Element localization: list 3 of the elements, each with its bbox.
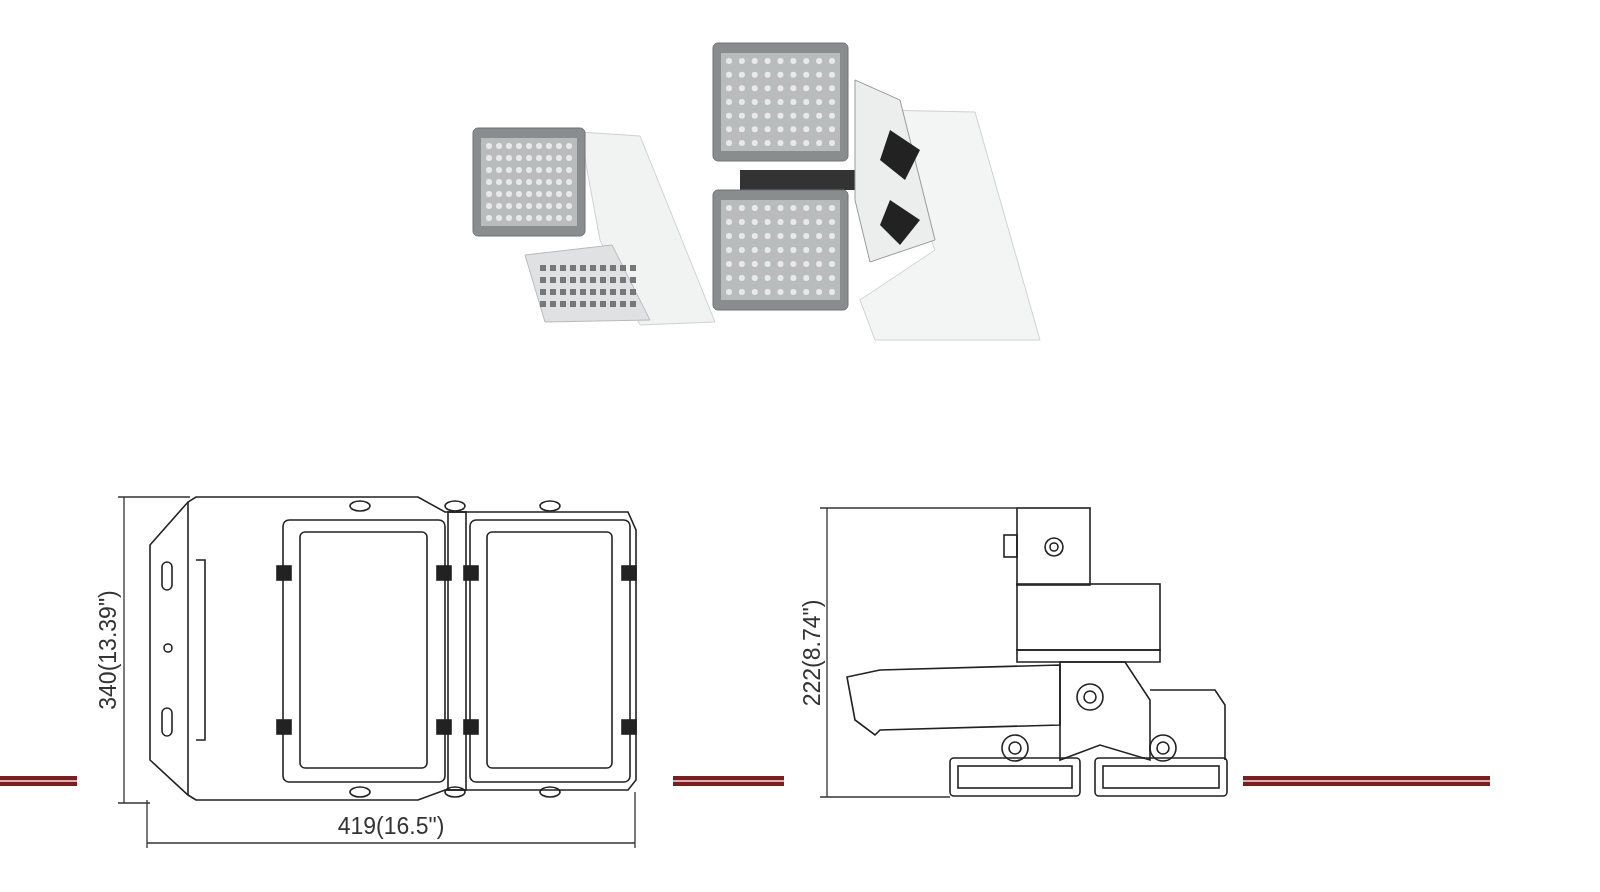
dimension-label: 340(13.39") (96, 590, 120, 710)
dimension-label: 419(16.5") (337, 814, 445, 838)
dimension-label: 222(8.74") (800, 599, 824, 707)
